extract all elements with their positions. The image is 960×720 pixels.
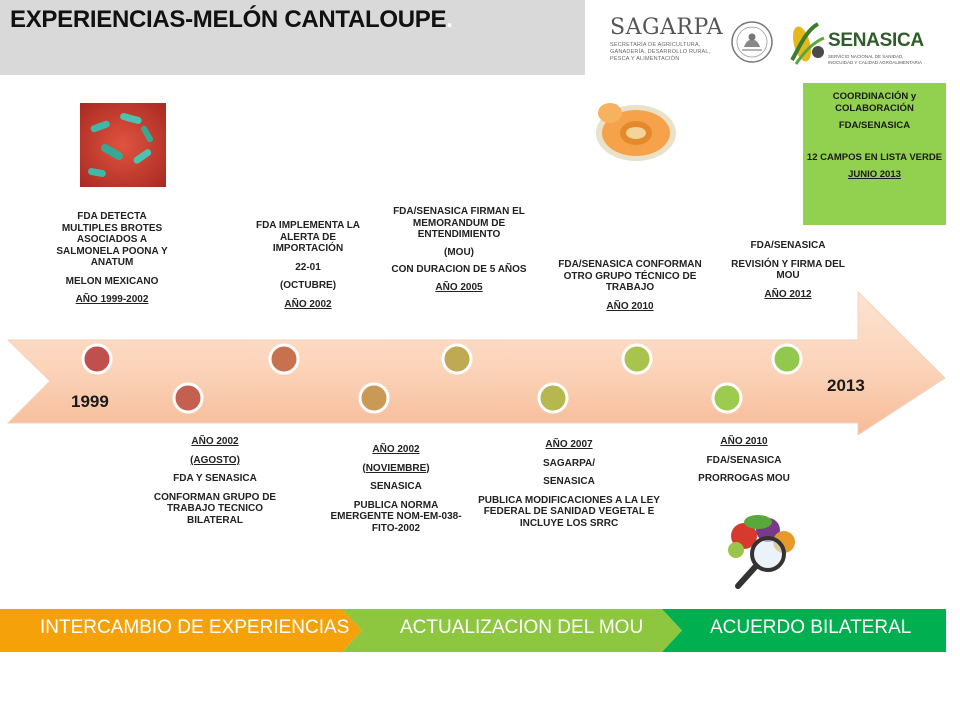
marker-4 [358, 382, 390, 414]
bacteria-image [80, 103, 166, 187]
national-seal-icon [731, 21, 773, 63]
event-2010-technical-group: FDA/SENASICA CONFORMAN OTRO GRUPO TÉCNIC… [558, 259, 702, 312]
marker-7 [621, 343, 653, 375]
cantaloupe-image [596, 103, 676, 161]
phase-2-label: ACTUALIZACION DEL MOU [400, 617, 644, 638]
marker-2 [172, 382, 204, 414]
marker-1 [81, 343, 113, 375]
marker-8 [711, 382, 743, 414]
start-year: 1999 [71, 392, 109, 411]
marker-3 [268, 343, 300, 375]
phase-1-label: INTERCAMBIO DE EXPERIENCIAS [40, 617, 350, 638]
event-2012-mou-review: FDA/SENASICA REVISIÓN Y FIRMA DEL MOU AÑ… [731, 240, 845, 300]
marker-6 [537, 382, 569, 414]
phase-3-label: ACUERDO BILATERAL [710, 617, 912, 638]
event-2002-november: AÑO 2002 (NOVIEMBRE) SENASICA PUBLICA NO… [330, 444, 462, 534]
phase-3-shape [662, 609, 946, 652]
senasica-subtitle: SERVICIO NACIONAL DE SANIDAD, INOCUIDAD … [828, 54, 923, 65]
timeline-arrow [6, 290, 946, 435]
senasica-logo: SENASICA SERVICIO NACIONAL DE SANIDAD, I… [788, 20, 948, 68]
sagarpa-name: SAGARPA [610, 15, 724, 40]
phase-1-shape [0, 609, 362, 652]
sagarpa-subtitle: SECRETARÍA DE AGRICULTURA, GANADERÍA, DE… [610, 42, 711, 62]
coordination-parties: FDA/SENASICA [838, 120, 911, 131]
page-title: EXPERIENCIAS-MELÓN CANTALOUPE. [10, 6, 453, 33]
corn-emblem-icon [790, 22, 825, 65]
senasica-name: SENASICA [828, 30, 924, 51]
sagarpa-logo: SAGARPA SECRETARÍA DE AGRICULTURA, GANAD… [610, 15, 725, 65]
end-year: 2013 [827, 376, 865, 395]
coordination-title: COORDINACIÓN y COLABORACIÓN [832, 91, 917, 114]
phase-bar [0, 609, 946, 652]
event-2005-mou: FDA/SENASICA FIRMAN EL MEMORANDUM DE ENT… [391, 206, 527, 293]
event-2002-august: AÑO 2002 (AGOSTO) FDA Y SENASICA CONFORM… [153, 436, 277, 526]
marker-9 [771, 343, 803, 375]
event-2010-extension: AÑO 2010 FDA/SENASICA PRORROGAS MOU [698, 436, 790, 484]
timeline-markers [81, 343, 803, 414]
vegetables-magnifier-image [728, 515, 795, 589]
header-band [0, 0, 585, 75]
coordination-date: JUNIO 2013 [848, 169, 901, 180]
coordination-green-list: 12 CAMPOS EN LISTA VERDE [806, 151, 943, 163]
coordination-box: COORDINACIÓN y COLABORACIÓN FDA/SENASICA… [803, 83, 946, 225]
event-1999: FDA DETECTA MULTIPLES BROTES ASOCIADOS A… [56, 211, 168, 305]
phase-2-shape [342, 609, 682, 652]
event-2002-import-alert: FDA IMPLEMENTA LA ALERTA DE IMPORTACIÓN … [255, 220, 361, 310]
marker-5 [441, 343, 473, 375]
event-2007: AÑO 2007 SAGARPA/ SENASICA PUBLICA MODIF… [478, 439, 660, 529]
